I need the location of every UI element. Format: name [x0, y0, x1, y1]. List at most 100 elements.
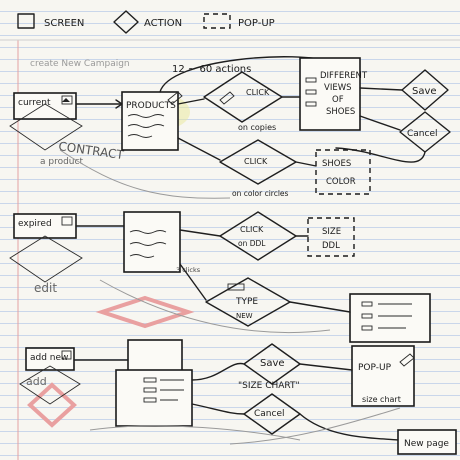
screen-new-page: [397, 429, 457, 455]
faint-arrow: [89, 425, 301, 441]
action-click-ddl-label: CLICK: [240, 225, 264, 234]
thumbnail-icon: [305, 77, 317, 83]
screen-current-label: current: [18, 98, 51, 108]
arrow: [191, 403, 245, 415]
legend-screen-label: SCREEN: [44, 18, 84, 29]
legend-action-symbol: [113, 10, 139, 34]
legend-popup-label: POP-UP: [238, 18, 275, 29]
action-cancel-row1-label: Cancel: [407, 129, 438, 139]
thumbnail-icon: [361, 313, 373, 319]
list-lines: [378, 303, 412, 329]
dropdown-arrow-icon: [61, 216, 73, 226]
row2-small-note: 3 clicks: [176, 266, 201, 274]
popup-size-line1: SIZE: [322, 227, 341, 237]
row-1: current PRODUCTS 12 ~ 60 actions CLICK o…: [9, 56, 451, 198]
popup-size-chart: [351, 345, 415, 407]
action-click-copies-sub: on copies: [238, 123, 276, 132]
screen-add-new-label: add new: [30, 353, 68, 363]
faint-arrow: [99, 279, 331, 334]
scribble-line: [129, 230, 167, 234]
screen-current: [13, 92, 77, 120]
action-cancel-row3: [243, 393, 301, 435]
faint-product-note: a product: [40, 157, 83, 167]
pink-diamond-bottom: [27, 382, 77, 428]
arrow: [191, 362, 245, 381]
row-2: expired CLICK on DDL SIZE DDL 3 clicks T…: [9, 211, 431, 343]
action-click-ddl: [219, 211, 297, 261]
action-diamond-row1-left: [9, 103, 83, 151]
action-save-row3-label: Save: [260, 358, 285, 369]
note-size-chart: "SIZE CHART": [238, 381, 300, 391]
arrow: [359, 115, 401, 131]
form-field: [143, 397, 157, 403]
screen-product-detail: [123, 211, 181, 273]
action-click-color-sub: on color circles: [232, 189, 289, 198]
loop-label: 12 ~ 60 actions: [172, 64, 251, 75]
action-type-sub: NEW: [236, 312, 253, 320]
scribble-line: [127, 134, 153, 138]
row-3: add new Save "SIZE CHART" Cancel POP-UP …: [19, 339, 457, 455]
popup-shoes-color: [315, 149, 371, 195]
screen-new-page-label: New page: [404, 439, 449, 449]
action-save-row1: [401, 69, 449, 111]
arrow: [295, 161, 317, 167]
scribble-line: [129, 254, 155, 258]
scribble-line: [127, 124, 165, 128]
popup-shoes-line2: COLOR: [326, 177, 356, 187]
legend-screen-symbol: [17, 13, 35, 29]
arrow: [299, 363, 353, 371]
arrow: [179, 229, 221, 237]
action-type-label: TYPE: [235, 297, 258, 307]
screen-products-label: PRODUCTS: [126, 101, 176, 111]
popup-views-line2: VIEWS: [324, 83, 352, 93]
popup-size-line2: DDL: [322, 241, 340, 251]
thumbnail-icon: [305, 89, 317, 95]
arrow: [359, 87, 403, 91]
action-click-copies: [203, 71, 283, 123]
arrow: [177, 98, 205, 105]
action-type-new: [205, 277, 291, 327]
list-lines: [160, 379, 184, 401]
scribble-line: [129, 242, 167, 246]
popup-size-chart-label: POP-UP: [358, 363, 392, 373]
action-diamond-row3-left: [19, 365, 81, 405]
thumbnail-icon: [361, 301, 373, 307]
arrow: [289, 301, 351, 313]
screen-expired-label: expired: [18, 219, 52, 229]
faint-arrow: [59, 149, 231, 199]
scribble-line: [127, 114, 165, 118]
legend-action-label: ACTION: [144, 18, 182, 29]
popup-views-line1: DIFFERENT: [320, 71, 368, 81]
text-field-icon: [227, 283, 245, 291]
thumbnail-icon: [361, 325, 373, 331]
dropdown-arrow-icon: [61, 95, 73, 105]
pencil-icon: [219, 91, 235, 105]
dropdown-arrow-icon: [61, 350, 72, 360]
action-save-row1-label: Save: [412, 86, 437, 97]
legend: SCREEN ACTION POP-UP: [17, 10, 275, 34]
arrow: [177, 137, 221, 161]
action-click-ddl-sub: on DDL: [238, 239, 266, 248]
arrow-return: [335, 147, 426, 163]
popup-size-ddl: [307, 217, 355, 257]
pencil-icon: [167, 91, 183, 105]
faint-add-note: add: [26, 375, 47, 388]
action-cancel-row3-label: Cancel: [254, 409, 285, 419]
action-click-color: [219, 139, 297, 185]
arrow: [299, 413, 399, 441]
action-diamond-row2-left: [9, 235, 83, 283]
popup-shoes-line1: SHOES: [322, 159, 351, 169]
legend-popup-symbol: [203, 13, 231, 29]
popup-size-chart-sub: size chart: [362, 395, 401, 404]
faint-arrow: [229, 407, 401, 445]
action-save-row3: [243, 343, 301, 385]
action-click-color-label: CLICK: [244, 157, 268, 166]
popup-views-line3: OF: [332, 95, 344, 105]
action-click-copies-label: CLICK: [246, 88, 270, 97]
arrowhead: [115, 99, 123, 109]
popup-views-line4: SHOES: [326, 107, 355, 117]
arrow: [179, 263, 207, 301]
screen-products: [121, 91, 179, 151]
